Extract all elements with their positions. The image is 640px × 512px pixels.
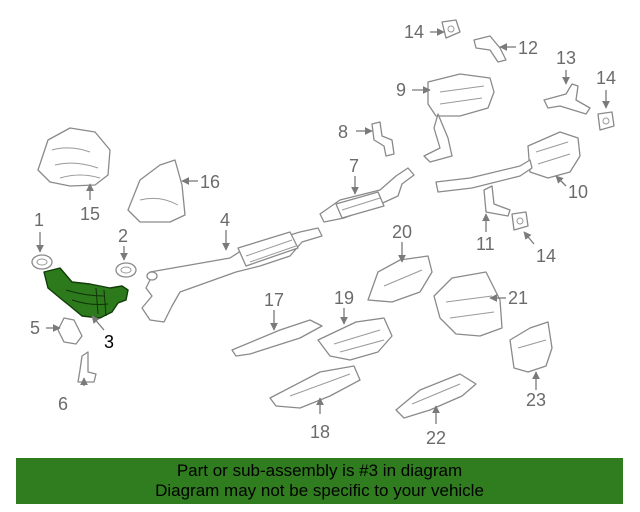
callout-5: 5 bbox=[30, 318, 40, 338]
part-15-heat-shield[interactable] bbox=[37, 127, 111, 187]
part-18-heat-shield[interactable] bbox=[269, 365, 361, 409]
part-1-gasket[interactable] bbox=[31, 254, 53, 270]
part-14-isolator-lower[interactable] bbox=[511, 211, 529, 231]
part-23-heat-shield[interactable] bbox=[509, 321, 553, 373]
callout-4: 4 bbox=[220, 210, 230, 230]
part-5-bracket[interactable] bbox=[57, 317, 83, 345]
part-17-heat-shield[interactable] bbox=[231, 319, 323, 357]
callout-1: 1 bbox=[34, 210, 44, 230]
part-6-hanger[interactable] bbox=[77, 351, 97, 383]
callout-3: 3 bbox=[104, 332, 114, 352]
part-21-heat-shield[interactable] bbox=[433, 271, 503, 337]
callout-labels: 1 2 3 4 5 6 7 8 9 10 11 12 13 14 14 14 1… bbox=[30, 22, 616, 448]
part-8-bracket[interactable] bbox=[371, 121, 395, 157]
callout-22: 22 bbox=[426, 428, 446, 448]
callout-15: 15 bbox=[80, 204, 100, 224]
callout-11: 11 bbox=[476, 234, 495, 254]
part-7-intermediate-pipe[interactable] bbox=[319, 167, 415, 223]
callout-19: 19 bbox=[334, 288, 354, 308]
callout-14-right: 14 bbox=[596, 68, 616, 88]
callout-20: 20 bbox=[392, 222, 412, 242]
callout-7: 7 bbox=[349, 156, 359, 176]
callout-21: 21 bbox=[508, 288, 528, 308]
caption-line-1: Part or sub-assembly is #3 in diagram bbox=[176, 461, 463, 480]
callout-14-lower: 14 bbox=[536, 246, 556, 266]
leader-lines bbox=[36, 28, 610, 424]
callout-9: 9 bbox=[396, 80, 406, 100]
part-12-bracket[interactable] bbox=[473, 35, 507, 63]
exhaust-parts-diagram: 1 2 3 4 5 6 7 8 9 10 11 12 13 14 14 14 1… bbox=[30, 19, 616, 448]
part-22-heat-shield[interactable] bbox=[395, 373, 477, 419]
callout-13: 13 bbox=[556, 48, 576, 68]
callout-2: 2 bbox=[118, 226, 128, 246]
part-14-isolator-right[interactable] bbox=[597, 111, 615, 131]
part-2-gasket[interactable] bbox=[115, 262, 137, 278]
callout-6: 6 bbox=[58, 394, 68, 414]
caption-line-2: Diagram may not be specific to your vehi… bbox=[155, 481, 484, 500]
part-4-front-pipe[interactable] bbox=[141, 227, 323, 323]
part-19-heat-shield[interactable] bbox=[317, 317, 393, 361]
part-16-heat-shield[interactable] bbox=[127, 159, 186, 223]
callout-16: 16 bbox=[200, 172, 220, 192]
diagram-caption: Part or sub-assembly is #3 in diagram Di… bbox=[16, 458, 623, 504]
part-9-rear-muffler[interactable] bbox=[423, 73, 495, 163]
callout-23: 23 bbox=[526, 390, 546, 410]
part-14-isolator-top[interactable] bbox=[441, 19, 461, 39]
callout-17: 17 bbox=[264, 290, 284, 310]
callout-14-top: 14 bbox=[404, 22, 424, 42]
callout-8: 8 bbox=[338, 122, 348, 142]
part-20-heat-shield[interactable] bbox=[367, 255, 433, 303]
callout-12: 12 bbox=[518, 38, 538, 58]
callout-18: 18 bbox=[310, 422, 330, 442]
part-3-catalytic-converter[interactable] bbox=[43, 267, 129, 319]
callout-10: 10 bbox=[568, 182, 588, 202]
part-13-hanger-bracket[interactable] bbox=[543, 83, 591, 115]
part-11-hanger[interactable] bbox=[483, 185, 511, 217]
part-10-rear-muffler[interactable] bbox=[435, 131, 581, 193]
